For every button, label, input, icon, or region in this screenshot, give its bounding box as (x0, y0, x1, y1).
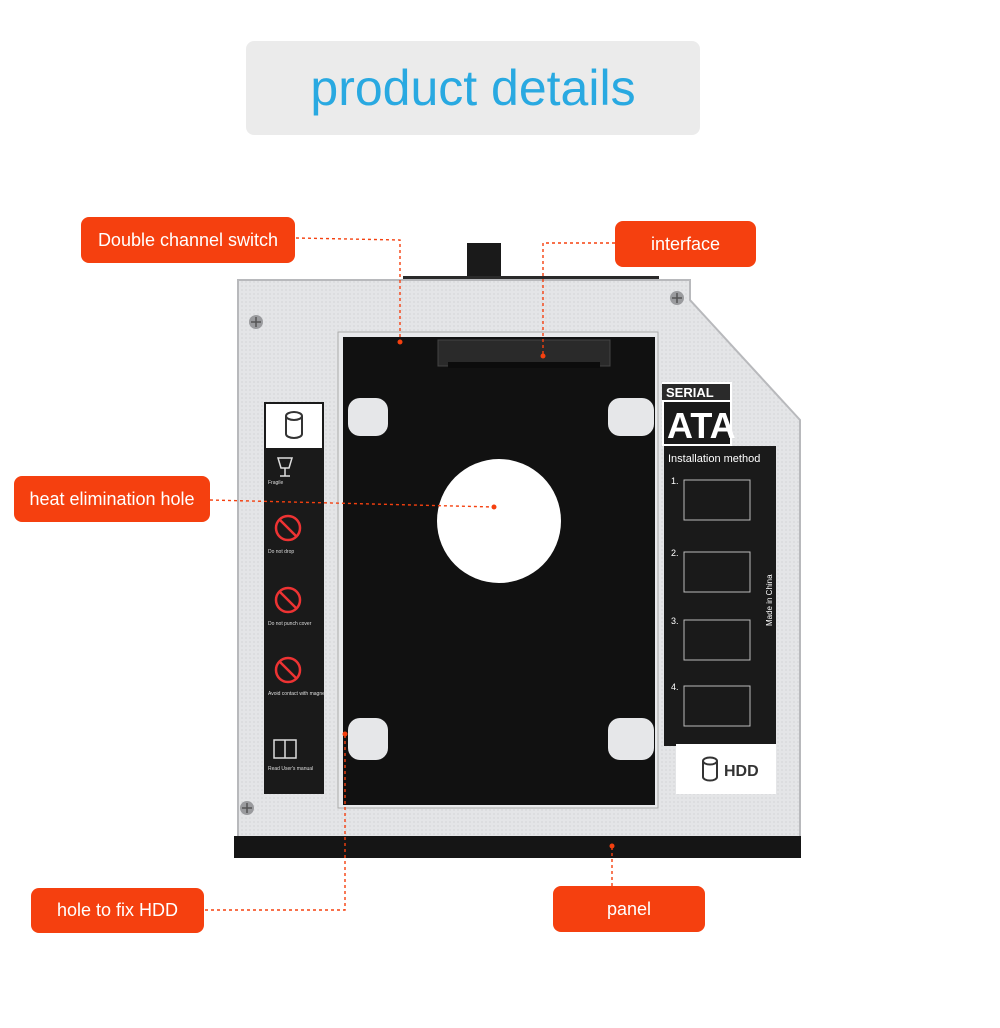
step-number: 1. (671, 476, 679, 486)
warning-no-punch-text: Do not punch cover (268, 621, 312, 627)
callout-label: heat elimination hole (29, 488, 195, 509)
leader-line-heat (209, 499, 495, 508)
warning-magnet-text: Avoid contact with magnet (268, 691, 327, 697)
callout-label: hole to fix HDD (56, 900, 179, 920)
hdd-label: HDD (724, 763, 759, 780)
hdd-icon (702, 756, 718, 782)
screw-icon (240, 801, 254, 815)
warning-sticker (264, 402, 324, 794)
hdd-icon (285, 411, 303, 439)
fragile-icon (276, 457, 294, 477)
callout-interface: interface (615, 221, 756, 267)
callout-label: interface (650, 233, 721, 254)
callout-label: panel (606, 898, 652, 919)
manual-icon (273, 739, 297, 759)
no-drop-icon (274, 514, 302, 542)
step-number: 2. (671, 548, 679, 558)
warning-no-drop-text: Do not drop (268, 549, 294, 555)
no-punch-icon (274, 586, 302, 614)
installation-sticker (664, 446, 776, 746)
installation-title: Installation method (668, 453, 760, 465)
serial-label: SERIAL (666, 385, 714, 400)
step-number: 4. (671, 682, 679, 692)
warning-manual-text: Read User's manual (268, 766, 313, 772)
callout-hole-to-fix-hdd: hole to fix HDD (31, 888, 204, 933)
callout-panel: panel (553, 886, 705, 932)
page-title: product details (310, 60, 636, 116)
callout-double-channel-switch: Double channel switch (81, 217, 295, 263)
warning-fragile-text: Fragile (268, 480, 284, 486)
no-magnet-icon (274, 656, 302, 684)
step-number: 3. (671, 616, 679, 626)
heat-elimination-hole (437, 459, 561, 583)
leader-line-fix-hole (205, 734, 346, 911)
front-panel (234, 836, 801, 858)
sata-connector (437, 339, 611, 367)
callout-label: Double channel switch (97, 229, 279, 250)
screw-icon (249, 315, 263, 329)
title-banner: product details (246, 41, 700, 135)
leader-line-switch (295, 237, 401, 342)
screw-icon (670, 291, 684, 305)
made-in-text: Made in China (765, 574, 774, 626)
callout-heat-elimination-hole: heat elimination hole (14, 476, 210, 522)
leader-line-interface (542, 242, 615, 356)
ata-label: ATA (667, 405, 736, 446)
